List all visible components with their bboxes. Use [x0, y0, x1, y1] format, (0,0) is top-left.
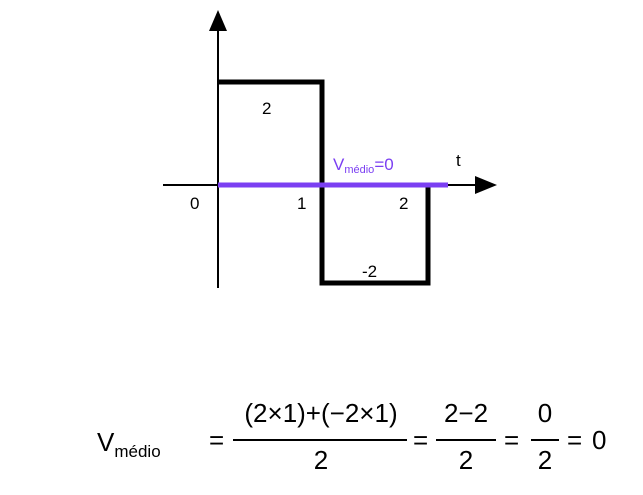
fraction-1-denominator: 2: [314, 445, 328, 475]
tick-2-label: 2: [399, 194, 408, 213]
equation-lhs: Vmédio: [97, 427, 161, 461]
origin-label: 0: [190, 194, 199, 213]
equals-sign-1: =: [209, 425, 224, 455]
equals-sign-3: =: [504, 425, 519, 455]
t-axis-label: t: [456, 151, 461, 170]
fraction-2-numerator: 2−2: [444, 398, 488, 428]
vertical-axis-arrow-icon: [209, 10, 227, 31]
horizontal-axis-arrow-icon: [475, 176, 497, 194]
upper-value-label: 2: [262, 99, 271, 118]
average-annotation: Vmédio=0: [333, 155, 394, 176]
fraction-3-denominator: 2: [538, 445, 552, 475]
lower-value-label: -2: [362, 262, 377, 281]
waveform-line: [218, 79, 431, 286]
tick-1-label: 1: [297, 194, 306, 213]
fraction-1-numerator: (2×1)+(−2×1): [244, 398, 397, 428]
equals-sign-2: =: [413, 425, 428, 455]
equation: Vmédio = (2×1)+(−2×1) 2 = 2−2 2 = 0 2 = …: [97, 398, 606, 475]
fraction-3-numerator: 0: [538, 398, 552, 428]
equation-result: 0: [592, 425, 606, 455]
axes: [163, 10, 497, 288]
equals-sign-4: =: [567, 425, 582, 455]
fraction-2-denominator: 2: [459, 445, 473, 475]
